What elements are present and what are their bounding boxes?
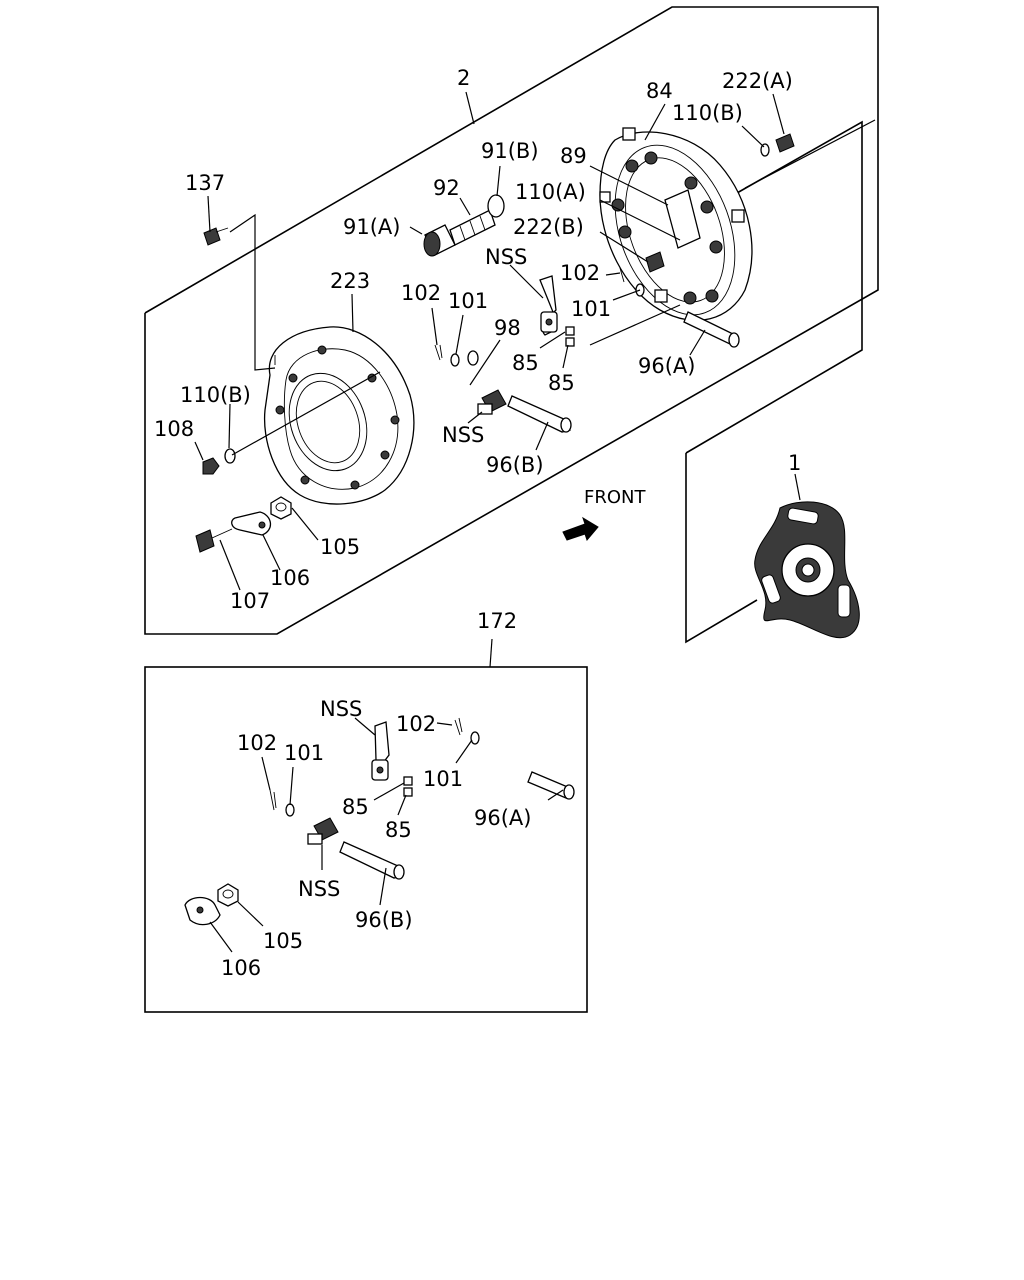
- bolt-222b: [645, 251, 665, 273]
- cotter-pin-102-bot-b: [454, 717, 463, 736]
- cotter-pin-102-bot-a: [269, 789, 277, 811]
- plate-106-top: [231, 511, 272, 536]
- frame-assembly-1: [685, 120, 863, 644]
- pin-85-bot-a: [403, 776, 413, 786]
- label-110b-left: 110(B): [180, 383, 251, 407]
- label-106-top: 106: [270, 566, 310, 590]
- adjuster-nss-bottom: [307, 817, 339, 845]
- label-92: 92: [433, 176, 460, 200]
- label-107: 107: [230, 589, 270, 613]
- cotter-pin-102-right: [619, 267, 625, 283]
- nut-108: [202, 457, 220, 475]
- washer-101-mid: [450, 353, 460, 367]
- pin-96b-top: [507, 395, 572, 433]
- washer-101-bot-b: [470, 731, 480, 745]
- front-arrow-icon: [562, 516, 599, 542]
- frame-assembly-2: [144, 6, 879, 635]
- bolt-137: [203, 227, 229, 246]
- label-105-bot: 105: [263, 929, 303, 953]
- label-85-bot-a: 85: [342, 795, 369, 819]
- nut-105-bottom: [217, 883, 239, 907]
- label-91a: 91(A): [343, 215, 400, 239]
- label-85-a: 85: [512, 351, 539, 375]
- leader-lines: [194, 91, 876, 953]
- washer-101-bot-a: [285, 803, 295, 817]
- clutch-cover-223: [263, 326, 415, 505]
- cotter-pin-102-mid: [434, 344, 443, 361]
- clutch-disc-1: [754, 501, 860, 639]
- lever-nss-top: [539, 275, 558, 336]
- label-96b-bot: 96(B): [355, 908, 413, 932]
- pin-85-bot-b: [403, 787, 413, 797]
- plate-89: [664, 189, 701, 249]
- frame-assembly-172: [144, 666, 588, 1013]
- label-102-mid: 102: [401, 281, 441, 305]
- label-222b: 222(B): [513, 215, 584, 239]
- release-cylinder-91a-92-91b: [423, 194, 505, 257]
- label-85-b: 85: [548, 371, 575, 395]
- label-front: FRONT: [584, 487, 646, 508]
- callout-labels: 2 1 172 137 223 110(B) 108 105 106 107 9…: [154, 66, 801, 980]
- pin-85-a: [565, 326, 575, 336]
- bolt-107: [195, 528, 233, 553]
- label-101-mid: 101: [448, 289, 488, 313]
- pin-96b-bottom: [339, 841, 405, 880]
- label-106-bot: 106: [221, 956, 261, 980]
- pin-96a-top: [683, 311, 740, 348]
- label-assy-1: 1: [788, 451, 801, 475]
- pin-98: [467, 350, 479, 366]
- label-102-bot-b: 102: [396, 712, 436, 736]
- label-223: 223: [330, 269, 370, 293]
- label-nss-bot-b: NSS: [298, 877, 340, 901]
- label-nss-bot-a: NSS: [320, 697, 362, 721]
- label-101-bot-a: 101: [284, 741, 324, 765]
- label-96a-top: 96(A): [638, 354, 695, 378]
- label-108: 108: [154, 417, 194, 441]
- lever-nss-bottom: [371, 721, 390, 781]
- adjuster-nss-top: [477, 389, 507, 415]
- washer-110b-left: [224, 448, 236, 464]
- label-nss-top-a: NSS: [485, 245, 527, 269]
- pin-85-b: [565, 337, 575, 347]
- label-84: 84: [646, 79, 673, 103]
- washer-110b-right: [760, 143, 770, 157]
- nut-105-top: [270, 496, 292, 520]
- pin-96a-bottom: [527, 771, 575, 800]
- label-222a: 222(A): [722, 69, 793, 93]
- label-assy-172: 172: [477, 609, 517, 633]
- label-96a-bot: 96(A): [474, 806, 531, 830]
- label-89: 89: [560, 144, 587, 168]
- label-98: 98: [494, 316, 521, 340]
- label-110b-right: 110(B): [672, 101, 743, 125]
- label-85-bot-b: 85: [385, 818, 412, 842]
- bolt-222a: [775, 133, 795, 153]
- plate-106-bottom: [184, 896, 221, 926]
- label-110a: 110(A): [515, 180, 586, 204]
- label-102-bot-a: 102: [237, 731, 277, 755]
- label-105-top: 105: [320, 535, 360, 559]
- label-137: 137: [185, 171, 225, 195]
- label-96b-top: 96(B): [486, 453, 544, 477]
- label-assy-2: 2: [457, 66, 470, 90]
- label-101-bot-b: 101: [423, 767, 463, 791]
- label-102-right: 102: [560, 261, 600, 285]
- label-91b: 91(B): [481, 139, 539, 163]
- label-101-right: 101: [571, 297, 611, 321]
- label-nss-top-b: NSS: [442, 423, 484, 447]
